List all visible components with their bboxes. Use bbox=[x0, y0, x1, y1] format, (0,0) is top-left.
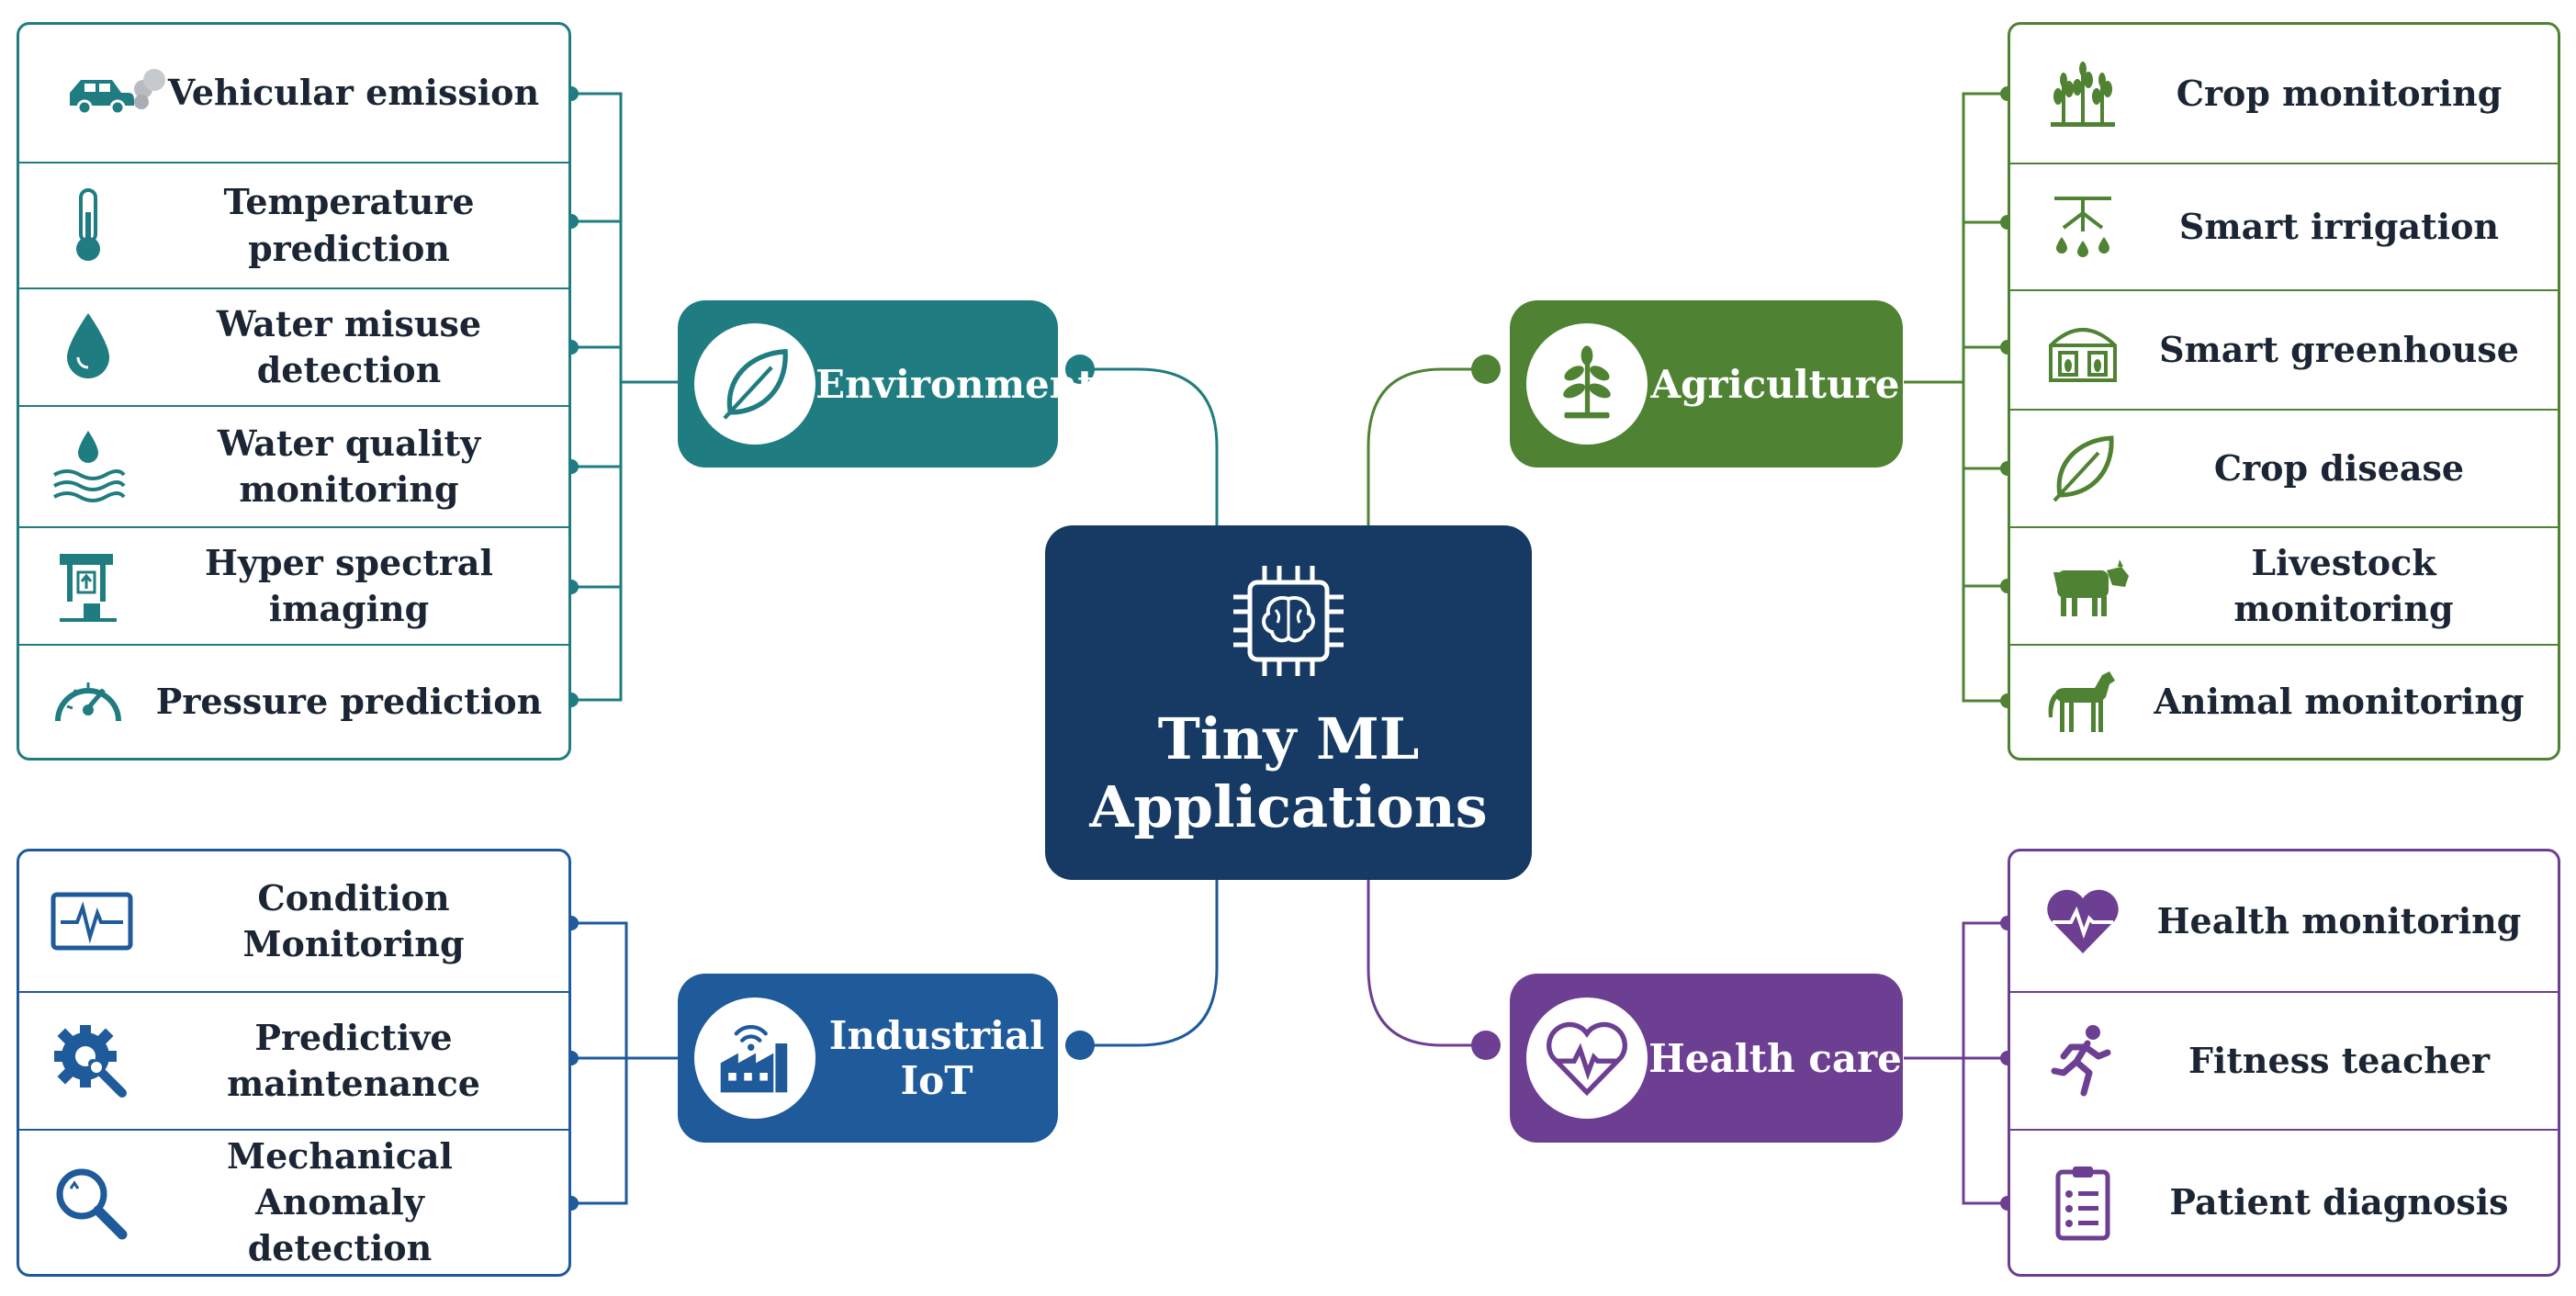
health-panel: Health monitoring Fitness teacher Patien… bbox=[2008, 849, 2560, 1277]
leaf-icon bbox=[723, 348, 788, 420]
factory-wifi-icon bbox=[720, 1024, 788, 1093]
item-label: Vehicular emission bbox=[167, 72, 540, 114]
gauge-icon bbox=[55, 682, 121, 722]
list-item: Patient diagnosis bbox=[2010, 1129, 2558, 1274]
spectral-imager-icon bbox=[60, 554, 117, 622]
list-item: Water quality monitoring bbox=[19, 405, 568, 526]
sprinkler-icon bbox=[2054, 197, 2111, 257]
industrial-panel: Condition Monitoring Predictive maintena… bbox=[17, 849, 571, 1277]
list-item: Fitness teacher bbox=[2010, 991, 2558, 1129]
list-item: Crop monitoring bbox=[2010, 25, 2558, 163]
list-item: Crop disease bbox=[2010, 409, 2558, 526]
clipboard-icon bbox=[2055, 1166, 2110, 1241]
list-item: Water misuse detection bbox=[19, 287, 568, 405]
item-label: Crop monitoring bbox=[2176, 72, 2503, 114]
industrial-hub: Industrial IoT bbox=[678, 974, 1058, 1143]
brain-chip-icon bbox=[1233, 566, 1344, 676]
page-title: Tiny ML Applications bbox=[1045, 705, 1532, 842]
list-item: Pressure prediction bbox=[19, 644, 568, 758]
list-item: Condition Monitoring bbox=[19, 851, 568, 991]
title-line-1: Tiny ML bbox=[1157, 705, 1420, 772]
magnifier-icon bbox=[56, 1168, 128, 1240]
environment-hub: Environment bbox=[678, 300, 1096, 468]
heart-pulse-icon bbox=[1547, 1021, 1627, 1097]
industrial-label: Industrial IoT bbox=[828, 1013, 1045, 1103]
list-item: Smart greenhouse bbox=[2010, 289, 2558, 409]
pulse-monitor-icon bbox=[51, 892, 133, 951]
item-label: Water quality monitoring bbox=[217, 422, 481, 510]
item-label: Water misuse detection bbox=[216, 302, 482, 390]
list-item: Health monitoring bbox=[2010, 851, 2558, 991]
item-label: Animal monitoring bbox=[2154, 680, 2525, 722]
crops-icon bbox=[2051, 62, 2115, 127]
item-label: Predictive maintenance bbox=[227, 1016, 480, 1104]
agriculture-panel: Crop monitoring Smart irrigation Smart g… bbox=[2008, 22, 2560, 761]
list-item: Predictive maintenance bbox=[19, 991, 568, 1129]
water-drop-icon bbox=[67, 313, 109, 378]
environment-label: Environment bbox=[816, 361, 1096, 407]
list-item: Temperature prediction bbox=[19, 162, 568, 287]
agriculture-hub: Agriculture bbox=[1510, 300, 1903, 468]
item-label: Smart irrigation bbox=[2178, 205, 2500, 247]
drop-waves-icon bbox=[53, 431, 126, 502]
center-node: Tiny ML Applications bbox=[1045, 525, 1532, 880]
list-item: Mechanical Anomaly detection bbox=[19, 1129, 568, 1274]
item-label: Patient diagnosis bbox=[2169, 1180, 2509, 1223]
item-label: Condition Monitoring bbox=[242, 876, 465, 964]
health-hub: Health care bbox=[1510, 974, 1903, 1143]
item-label: Livestock monitoring bbox=[2233, 541, 2454, 629]
runner-icon bbox=[2051, 1025, 2111, 1097]
leaf-icon bbox=[2053, 435, 2114, 502]
item-label: Hyper spectral imaging bbox=[205, 541, 493, 629]
heart-pulse-icon bbox=[2047, 889, 2119, 953]
environment-panel: Vehicular emission Temperature predictio… bbox=[17, 22, 571, 761]
car-smoke-icon bbox=[70, 68, 165, 115]
list-item: Livestock monitoring bbox=[2010, 526, 2558, 644]
cow-icon bbox=[2053, 559, 2129, 616]
plant-icon bbox=[1563, 345, 1611, 419]
item-label: Pressure prediction bbox=[155, 680, 543, 722]
agriculture-label: Agriculture bbox=[1650, 361, 1900, 407]
item-label: Crop disease bbox=[2213, 446, 2465, 489]
item-label: Smart greenhouse bbox=[2159, 328, 2519, 370]
item-label: Fitness teacher bbox=[2188, 1039, 2491, 1081]
list-item: Animal monitoring bbox=[2010, 644, 2558, 758]
list-item: Smart irrigation bbox=[2010, 163, 2558, 289]
gear-wrench-icon bbox=[54, 1025, 127, 1098]
item-label: Health monitoring bbox=[2156, 899, 2522, 941]
title-line-2: Applications bbox=[1089, 773, 1488, 841]
horse-icon bbox=[2048, 671, 2115, 732]
item-label: Temperature prediction bbox=[223, 181, 475, 269]
health-label: Health care bbox=[1648, 1035, 1902, 1081]
item-label: Mechanical Anomaly detection bbox=[227, 1134, 453, 1269]
list-item: Vehicular emission bbox=[19, 25, 568, 162]
greenhouse-icon bbox=[2049, 328, 2117, 382]
thermometer-icon bbox=[76, 187, 100, 261]
list-item: Hyper spectral imaging bbox=[19, 526, 568, 644]
